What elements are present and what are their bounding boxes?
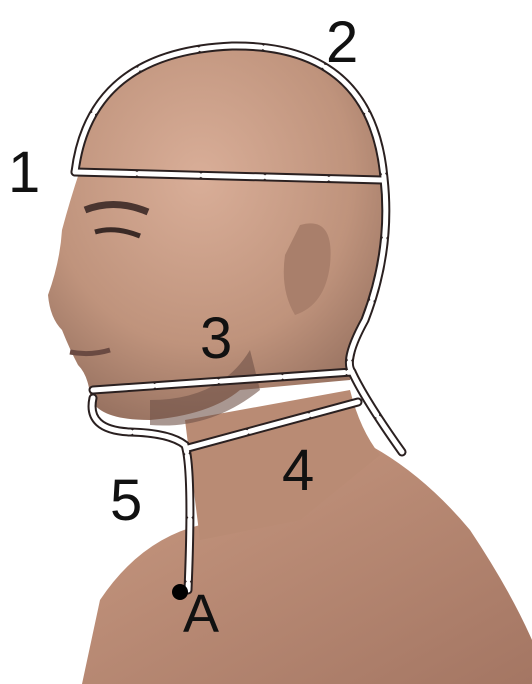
label-2: 2 bbox=[326, 10, 358, 75]
label-3: 3 bbox=[200, 306, 232, 371]
label-4: 4 bbox=[282, 438, 314, 503]
label-a: A bbox=[183, 584, 219, 644]
label-5: 5 bbox=[110, 468, 142, 533]
label-1: 1 bbox=[8, 140, 40, 205]
